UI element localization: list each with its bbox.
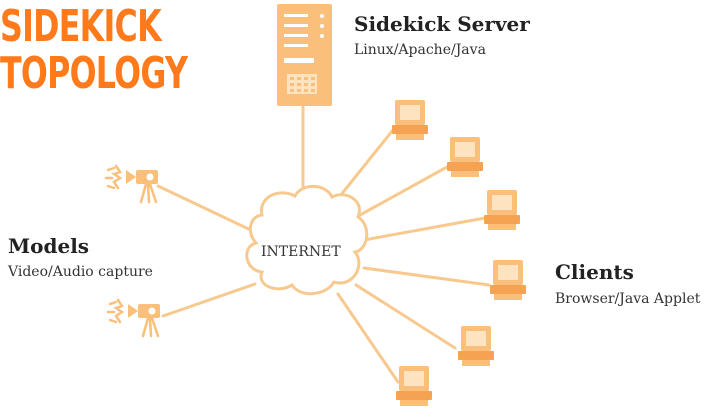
client-computer-icon (396, 366, 432, 406)
client-computer-icon (392, 100, 428, 140)
server-stack: Linux/Apache/Java (354, 42, 486, 58)
models-detail: Video/Audio capture (8, 264, 153, 280)
client-computer-icon (458, 326, 494, 366)
models-heading: Models (8, 234, 90, 258)
server-name: Sidekick Server (354, 12, 530, 36)
clients-heading: Clients (555, 260, 634, 284)
model-camera-icon (106, 298, 162, 338)
model-camera-icon (104, 164, 160, 204)
client-computer-icon (447, 137, 483, 177)
clients-detail: Browser/Java Applet (555, 291, 701, 307)
connection-lines (156, 103, 491, 384)
cloud-icon (245, 184, 369, 296)
diagram-title-line2: TOPOLOGY (0, 48, 188, 99)
client-computer-icon (484, 190, 520, 230)
client-computer-icon (490, 260, 526, 300)
server-tower-icon (277, 4, 332, 106)
internet-label: INTERNET (261, 244, 341, 260)
diagram-title-line1: SIDEKICK (0, 1, 162, 52)
